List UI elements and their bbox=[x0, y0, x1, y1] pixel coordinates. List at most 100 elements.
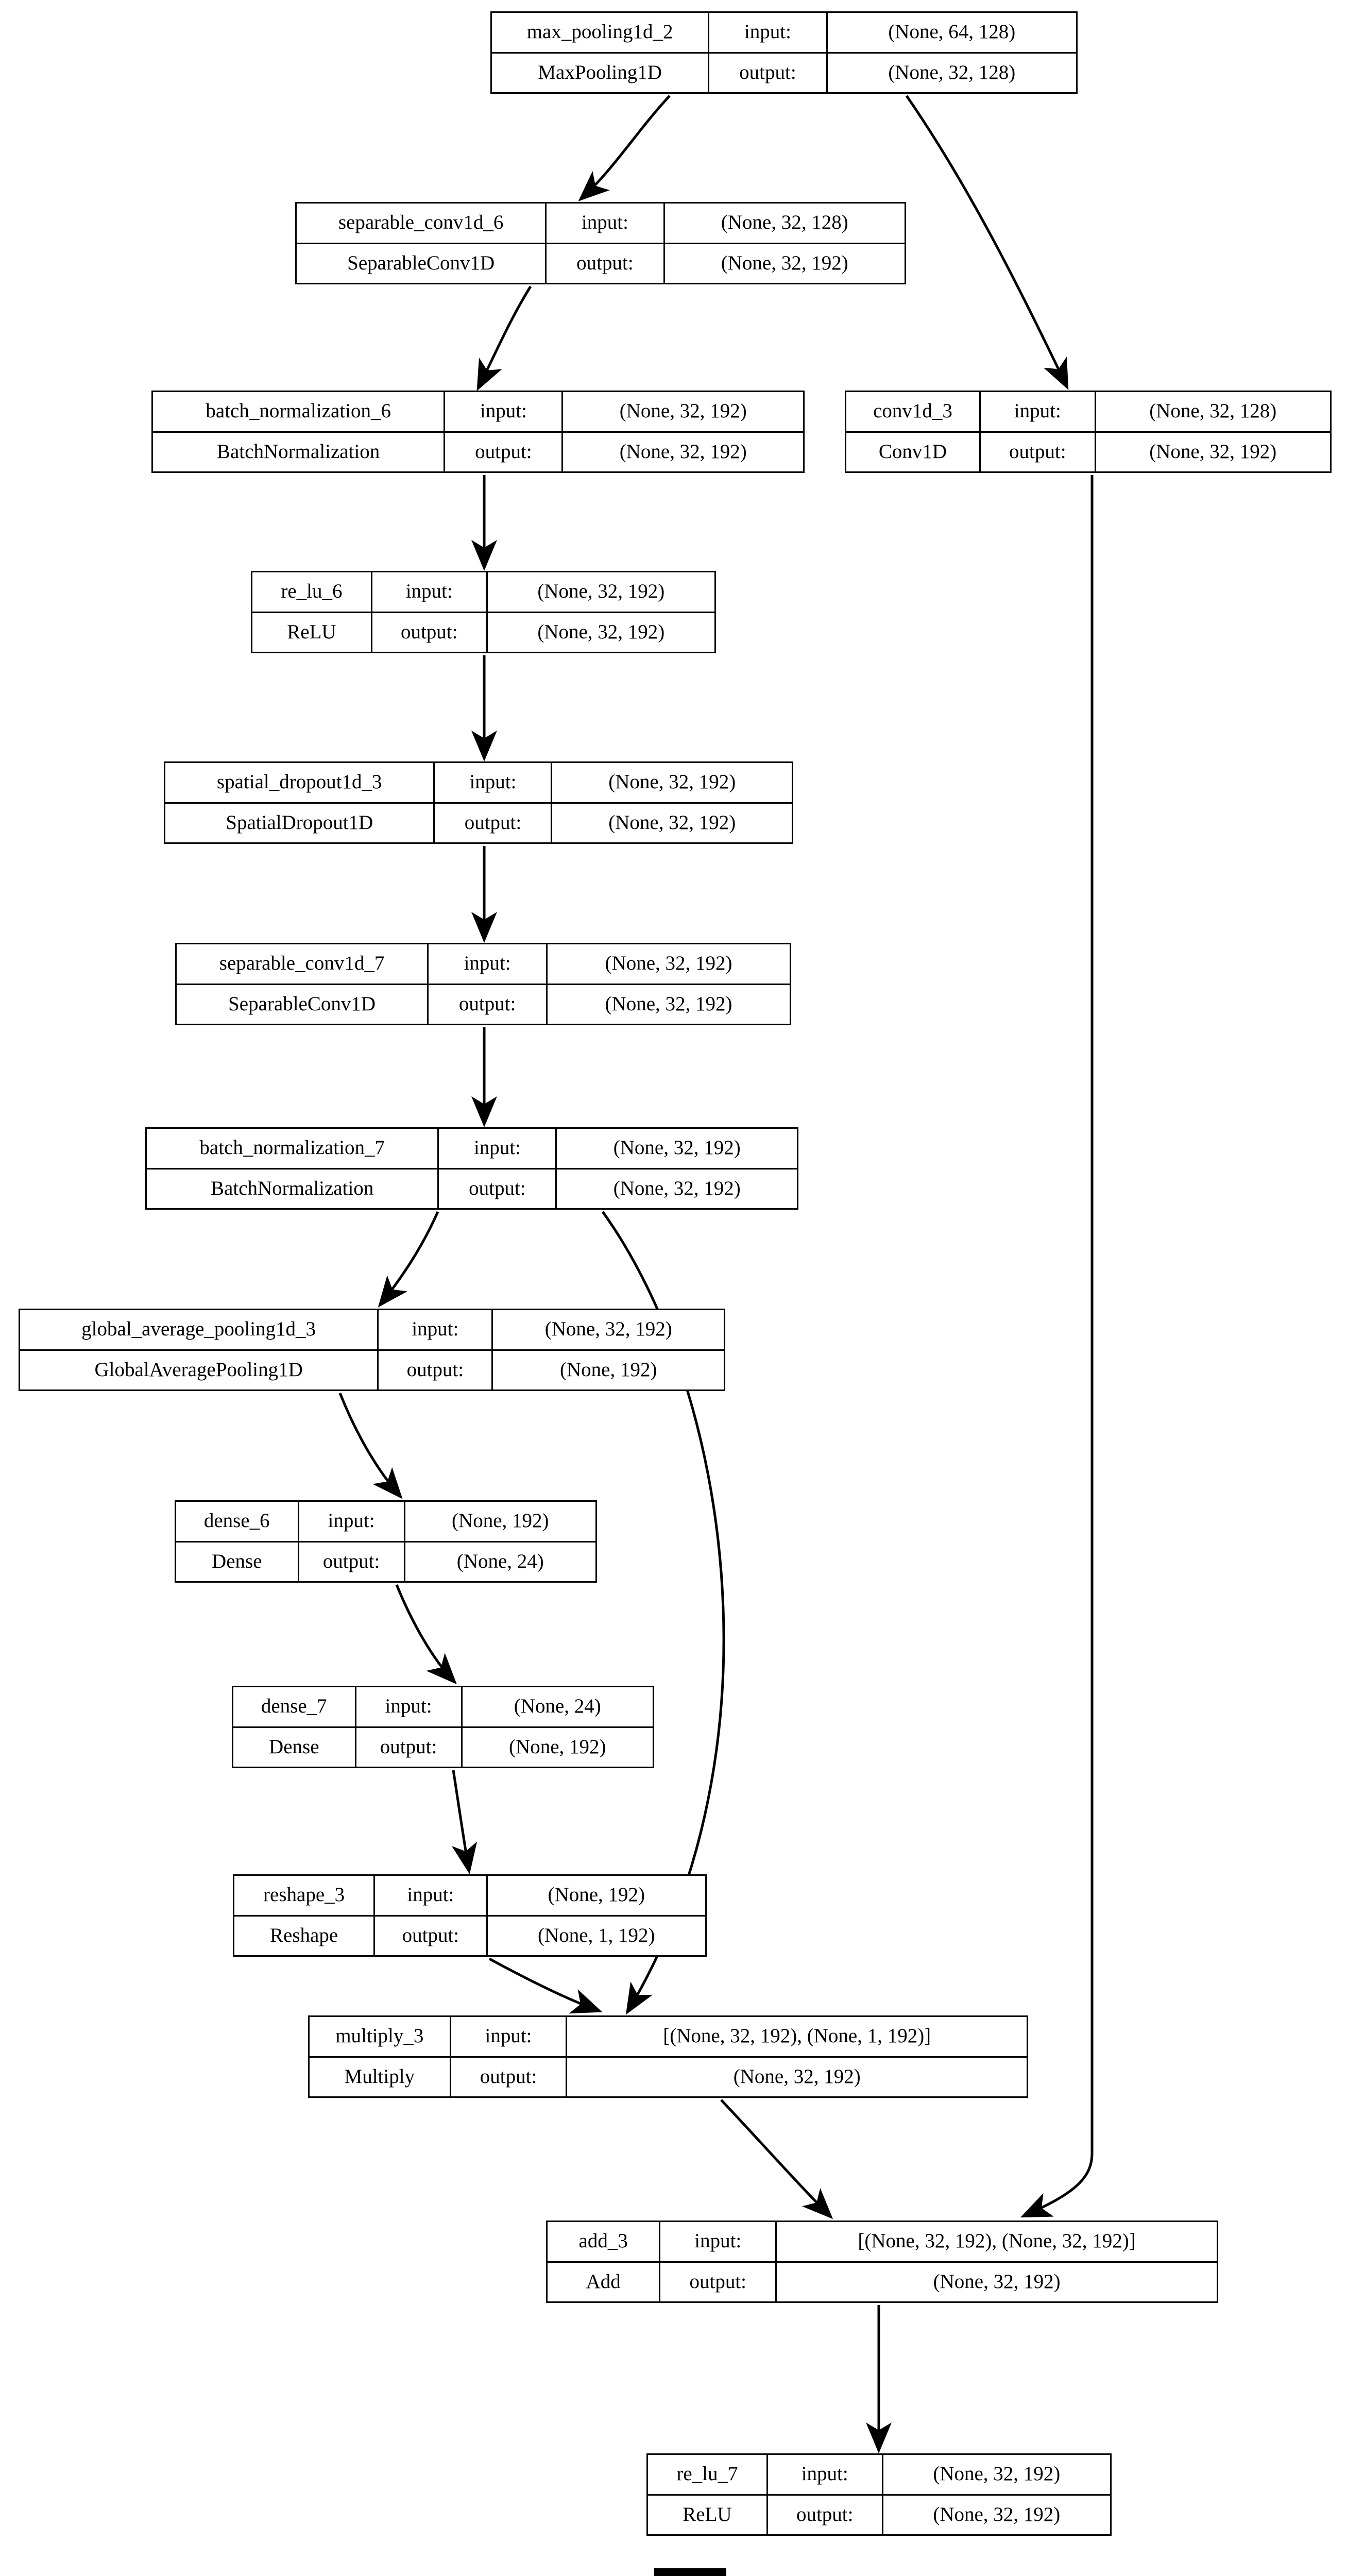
node-name: re_lu_7 bbox=[648, 2455, 768, 2496]
input-label: input: bbox=[979, 392, 1096, 433]
node-name: dense_7 bbox=[233, 1687, 356, 1728]
input-shape: [(None, 32, 192), (None, 32, 192)] bbox=[775, 2222, 1217, 2263]
node-name: separable_conv1d_7 bbox=[177, 944, 429, 985]
node-multiply_3[interactable]: multiply_3 input: [(None, 32, 192), (Non… bbox=[308, 2015, 1028, 2098]
output-shape: (None, 192) bbox=[461, 1726, 653, 1767]
node-name: separable_conv1d_6 bbox=[297, 204, 547, 244]
node-class: Conv1D bbox=[846, 431, 981, 471]
output-shape: (None, 32, 128) bbox=[826, 52, 1076, 92]
input-label: input: bbox=[427, 944, 548, 985]
node-class: Add bbox=[548, 2261, 661, 2301]
node-reshape_3[interactable]: reshape_3 input: (None, 192) Reshape out… bbox=[233, 1874, 707, 1957]
node-batch_normalization_7[interactable]: batch_normalization_7 input: (None, 32, … bbox=[145, 1127, 798, 1210]
node-conv1d_3[interactable]: conv1d_3 input: (None, 32, 128) Conv1D o… bbox=[845, 391, 1332, 473]
node-name: re_lu_6 bbox=[252, 572, 372, 613]
edge-dense6-to-dense7 bbox=[395, 1584, 457, 1685]
input-label: input: bbox=[659, 2222, 777, 2263]
node-class: SeparableConv1D bbox=[177, 983, 429, 1024]
output-shape: (None, 32, 192) bbox=[775, 2261, 1217, 2301]
output-label: output: bbox=[766, 2494, 883, 2534]
output-label: output: bbox=[444, 431, 564, 471]
input-shape: (None, 32, 192) bbox=[551, 763, 792, 804]
input-shape: (None, 32, 192) bbox=[561, 392, 803, 433]
output-shape: (None, 32, 192) bbox=[551, 802, 792, 842]
output-label: output: bbox=[708, 52, 828, 92]
edge-sepconv6-to-bn6 bbox=[476, 285, 532, 391]
edge-bn7-to-gap3 bbox=[378, 1211, 439, 1308]
node-name: spatial_dropout1d_3 bbox=[165, 763, 435, 804]
input-label: input: bbox=[370, 572, 488, 613]
output-label: output: bbox=[449, 2056, 568, 2096]
input-label: input: bbox=[545, 204, 665, 244]
node-class: ReLU bbox=[252, 611, 372, 652]
output-label: output: bbox=[433, 802, 553, 842]
output-shape: (None, 32, 192) bbox=[663, 242, 905, 283]
input-label: input: bbox=[766, 2455, 883, 2496]
edge-conv1d3-to-add3 bbox=[1020, 475, 1094, 2218]
input-label: input: bbox=[444, 392, 564, 433]
node-separable_conv1d_7[interactable]: separable_conv1d_7 input: (None, 32, 192… bbox=[175, 943, 791, 1025]
output-shape: (None, 192) bbox=[491, 1349, 724, 1389]
output-shape: (None, 1, 192) bbox=[486, 1914, 705, 1955]
output-label: output: bbox=[545, 242, 665, 283]
output-shape: (None, 32, 192) bbox=[566, 2056, 1027, 2096]
node-class: ReLU bbox=[648, 2494, 768, 2534]
output-label: output: bbox=[659, 2261, 777, 2301]
input-shape: (None, 32, 192) bbox=[555, 1129, 797, 1170]
node-batch_normalization_6[interactable]: batch_normalization_6 input: (None, 32, … bbox=[151, 391, 805, 473]
edge-multiply3-to-add3 bbox=[720, 2099, 833, 2219]
node-name: conv1d_3 bbox=[846, 392, 981, 433]
node-re_lu_7[interactable]: re_lu_7 input: (None, 32, 192) ReLU outp… bbox=[646, 2453, 1112, 2536]
node-class: BatchNormalization bbox=[153, 431, 446, 471]
node-class: Dense bbox=[176, 1540, 299, 1581]
node-name: add_3 bbox=[548, 2222, 661, 2263]
node-name: max_pooling1d_2 bbox=[492, 13, 710, 54]
node-class: SpatialDropout1D bbox=[165, 802, 435, 842]
node-name: batch_normalization_6 bbox=[153, 392, 446, 433]
node-class: Reshape bbox=[234, 1914, 376, 1955]
node-add_3[interactable]: add_3 input: [(None, 32, 192), (None, 32… bbox=[546, 2221, 1218, 2303]
node-class: Multiply bbox=[310, 2056, 451, 2096]
input-shape: (None, 192) bbox=[403, 1502, 595, 1543]
input-label: input: bbox=[377, 1310, 493, 1351]
input-shape: (None, 32, 192) bbox=[491, 1310, 724, 1351]
node-max_pooling1d_2[interactable]: max_pooling1d_2 input: (None, 64, 128) M… bbox=[490, 11, 1078, 94]
node-name: batch_normalization_7 bbox=[147, 1129, 439, 1170]
node-dense_7[interactable]: dense_7 input: (None, 24) Dense output: … bbox=[232, 1686, 654, 1768]
edge-maxpool-to-conv1d3 bbox=[905, 95, 1069, 391]
output-shape: (None, 32, 192) bbox=[561, 431, 803, 471]
edge-maxpool-to-sepconv6 bbox=[578, 95, 671, 201]
node-class: GlobalAveragePooling1D bbox=[20, 1349, 379, 1389]
node-name: multiply_3 bbox=[310, 2017, 451, 2058]
node-global_average_pooling1d_3[interactable]: global_average_pooling1d_3 input: (None,… bbox=[19, 1309, 725, 1391]
input-label: input: bbox=[297, 1502, 405, 1543]
input-shape: (None, 32, 128) bbox=[663, 204, 905, 244]
node-class: Dense bbox=[233, 1726, 356, 1767]
input-shape: (None, 192) bbox=[486, 1876, 705, 1917]
input-shape: [(None, 32, 192), (None, 1, 192)] bbox=[566, 2017, 1027, 2058]
edge-reshape3-to-multiply3 bbox=[488, 1957, 603, 2014]
input-shape: (None, 32, 192) bbox=[881, 2455, 1110, 2496]
output-shape: (None, 32, 192) bbox=[486, 611, 714, 652]
node-name: global_average_pooling1d_3 bbox=[20, 1310, 379, 1351]
node-separable_conv1d_6[interactable]: separable_conv1d_6 input: (None, 32, 128… bbox=[295, 202, 906, 284]
input-label: input: bbox=[708, 13, 828, 54]
input-label: input: bbox=[449, 2017, 568, 2058]
output-label: output: bbox=[354, 1726, 463, 1767]
node-re_lu_6[interactable]: re_lu_6 input: (None, 32, 192) ReLU outp… bbox=[251, 571, 716, 653]
node-spatial_dropout1d_3[interactable]: spatial_dropout1d_3 input: (None, 32, 19… bbox=[164, 761, 793, 844]
input-shape: (None, 32, 192) bbox=[486, 572, 714, 613]
node-class: MaxPooling1D bbox=[492, 52, 710, 92]
node-class: SeparableConv1D bbox=[297, 242, 547, 283]
output-label: output: bbox=[979, 431, 1096, 471]
output-label: output: bbox=[297, 1540, 405, 1581]
node-name: dense_6 bbox=[176, 1502, 299, 1543]
output-label: output: bbox=[427, 983, 548, 1024]
input-label: input: bbox=[437, 1129, 557, 1170]
input-shape: (None, 32, 192) bbox=[546, 944, 790, 985]
output-shape: (None, 32, 192) bbox=[1094, 431, 1330, 471]
output-shape: (None, 32, 192) bbox=[881, 2494, 1110, 2534]
node-dense_6[interactable]: dense_6 input: (None, 192) Dense output:… bbox=[175, 1500, 597, 1583]
